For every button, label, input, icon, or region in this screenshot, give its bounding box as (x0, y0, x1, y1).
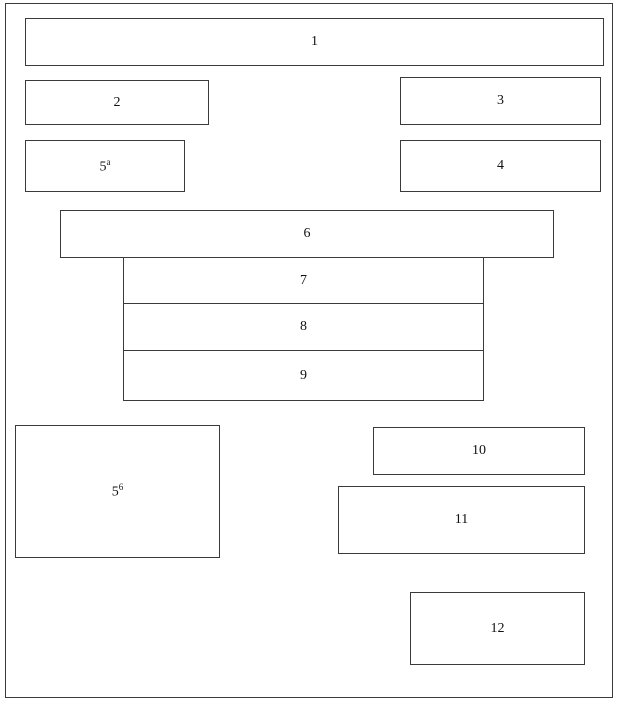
box-5b-superscript: 6 (118, 482, 124, 493)
box-4-label: 4 (497, 158, 504, 173)
box-3: 3 (400, 77, 601, 125)
box-6-label: 6 (303, 226, 311, 241)
box-9-label: 9 (300, 367, 307, 383)
box-5b: 56 (15, 425, 220, 558)
box-11-label: 11 (454, 512, 469, 527)
box-5a: 5a (25, 140, 185, 192)
box-8-label: 8 (300, 319, 307, 334)
box-5a-superscript: a (106, 156, 111, 167)
box-10-label: 10 (472, 443, 486, 458)
box-7: 7 (123, 257, 484, 304)
box-1: 1 (25, 18, 604, 66)
box-12-label: 12 (490, 620, 505, 636)
outer-frame (5, 3, 613, 698)
box-10: 10 (373, 427, 585, 475)
box-11: 11 (338, 486, 585, 554)
box-5a-label: 5a (99, 156, 111, 175)
box-12: 12 (410, 592, 585, 665)
box-9: 9 (123, 350, 484, 401)
box-2: 2 (25, 80, 209, 125)
box-2-label: 2 (113, 94, 121, 110)
box-5b-label: 56 (111, 482, 124, 500)
box-8: 8 (123, 303, 484, 351)
box-4: 4 (400, 140, 601, 192)
box-3-label: 3 (497, 93, 504, 108)
box-6: 6 (60, 210, 554, 258)
box-1-label: 1 (311, 34, 318, 49)
box-7-label: 7 (300, 272, 307, 288)
